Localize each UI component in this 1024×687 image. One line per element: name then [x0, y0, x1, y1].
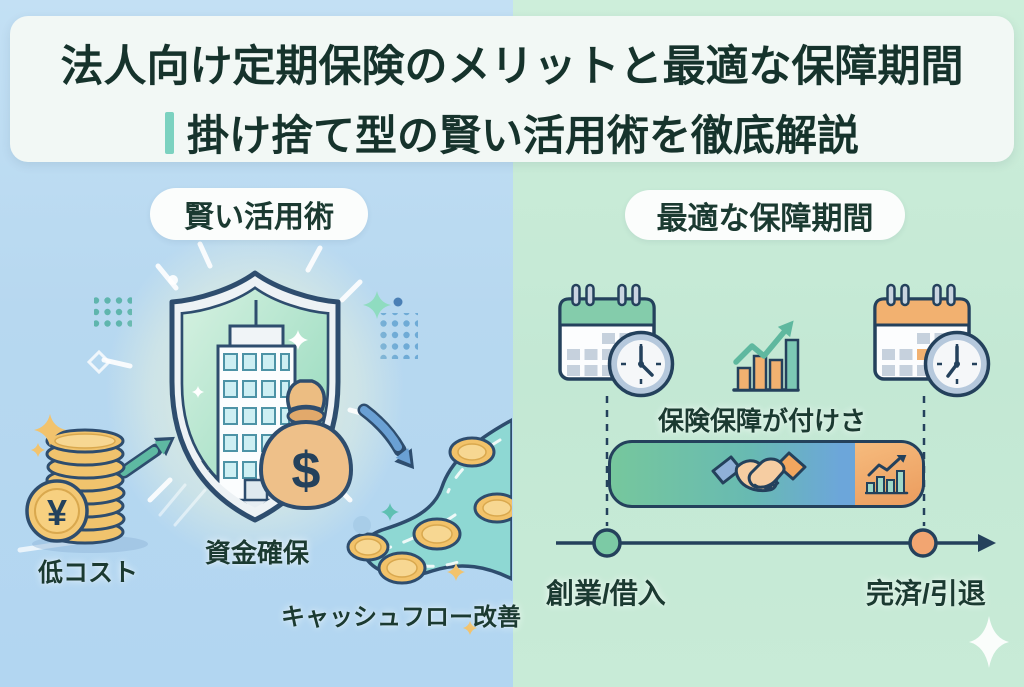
title-line-2: 掛け捨て型の賢い活用術を徹底解説 [186, 112, 859, 159]
label-timeline-start: 創業/借入 [546, 578, 666, 609]
left-section-badge-label: 賢い活用術 [184, 201, 334, 234]
label-timeline-end: 完済/引退 [866, 578, 986, 609]
mini-growth-chart-icon [865, 455, 909, 495]
handshake-icon [711, 451, 807, 493]
label-low-cost: 低コスト [38, 559, 139, 587]
label-coverage-caption: 保険保障が付けさ [658, 406, 867, 436]
right-section-badge: 最適な保障期間 [625, 190, 905, 240]
header-card: 法人向け定期保険のメリットと最適な保障期間 掛け捨て型の賢い活用術を徹底解説 [10, 16, 1014, 162]
title-accent-bar [164, 111, 174, 154]
coverage-bar-growth-segment [855, 443, 922, 505]
title-line-1: 法人向け定期保険のメリットと最適な保障期間 [60, 43, 964, 91]
coverage-period-bar [608, 440, 925, 508]
title-line-2-row: 掛け捨て型の賢い活用術を徹底解説 [10, 102, 1014, 163]
label-cashflow-improvement: キャッシュフロー改善 [281, 604, 521, 631]
label-fund-security: 資金確保 [205, 538, 310, 568]
right-section-badge-label: 最適な保障期間 [656, 200, 874, 236]
left-section-badge: 賢い活用術 [150, 188, 368, 240]
